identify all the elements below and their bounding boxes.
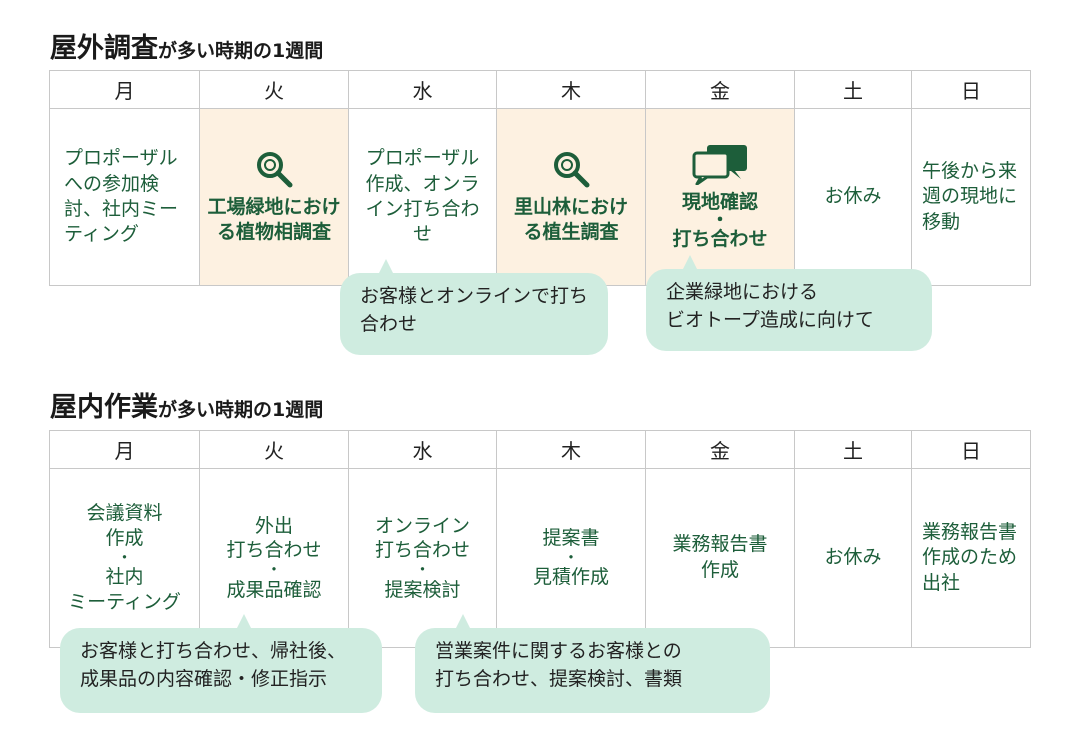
outdoor-section-title: 屋外調査が多い時期の1週間 xyxy=(50,26,323,65)
outdoor-cell-mon: プロポーザルへの参加検討、社内ミーティング xyxy=(49,108,200,286)
indoor-tue-text-3: 成果品確認 xyxy=(226,578,322,601)
chat-bubbles-icon xyxy=(692,145,747,185)
outdoor-bubble2-line2: ビオトープ造成に向けて xyxy=(666,308,874,331)
indoor-cell-sun: 業務報告書作成のため出社 xyxy=(911,468,1031,648)
outdoor-cell-sun: 午後から来週の現地に移動 xyxy=(911,108,1031,286)
indoor-cell-sat: お休み xyxy=(794,468,912,648)
outdoor-wed-text: プロポーザル作成、オンライン打ち合わせ xyxy=(365,147,480,246)
outdoor-fri-text-1: 現地確認 xyxy=(681,191,758,213)
indoor-wed-thu-callout: 営業案件に関するお客様との 打ち合わせ、提案検討、書類 xyxy=(415,614,770,713)
indoor-mon-text-2: 作成 xyxy=(105,527,144,550)
indoor-thu-dot: ・ xyxy=(562,547,579,567)
indoor-thu-text-1: 提案書 xyxy=(542,527,600,550)
indoor-schedule-row: 会議資料 作成 ・ 社内 ミーティング 外出 打ち合わせ ・ 成果品確認 オンラ… xyxy=(49,468,1031,648)
indoor-sun-text: 業務報告書作成のため出社 xyxy=(922,521,1018,594)
day-header-tue: 火 xyxy=(199,430,349,469)
outdoor-sun-text: 午後から来週の現地に移動 xyxy=(922,160,1018,233)
day-header-sun: 日 xyxy=(911,70,1031,109)
day-header-tue: 火 xyxy=(199,70,349,109)
indoor-thu-text-2: 見積作成 xyxy=(532,566,609,589)
outdoor-wed-callout: お客様とオンラインで打ち合わせ xyxy=(340,259,608,355)
indoor-section-title: 屋内作業が多い時期の1週間 xyxy=(50,385,323,424)
indoor-fri-text-2: 作成 xyxy=(700,559,739,581)
outdoor-bubble1-text: お客様とオンラインで打ち合わせ xyxy=(360,285,589,335)
day-header-fri: 金 xyxy=(645,70,795,109)
indoor-sat-text: お休み xyxy=(824,546,882,569)
indoor-mon-text-4: ミーティング xyxy=(68,590,181,613)
indoor-week-table: 月 火 水 木 金 土 日 会議資料 作成 ・ 社内 ミーティング 外出 打ち合… xyxy=(49,430,1031,648)
outdoor-cell-fri: 現地確認 ・ 打ち合わせ xyxy=(645,108,795,286)
indoor-cell-wed: オンライン 打ち合わせ ・ 提案検討 xyxy=(348,468,497,648)
indoor-mon-dot: ・ xyxy=(116,547,133,567)
indoor-tue-dot: ・ xyxy=(265,560,282,580)
indoor-tue-text-1: 外出 xyxy=(254,514,293,537)
outdoor-sat-text: お休み xyxy=(824,185,882,208)
day-header-sat: 土 xyxy=(794,70,912,109)
indoor-tue-callout: お客様と打ち合わせ、帰社後、 成果品の内容確認・修正指示 xyxy=(60,614,382,713)
day-header-mon: 月 xyxy=(49,70,200,109)
indoor-title-sub: が多い時期の1週間 xyxy=(158,399,324,421)
indoor-wed-text-3: 提案検討 xyxy=(384,578,461,601)
day-header-thu: 木 xyxy=(496,70,646,109)
outdoor-fri-dot: ・ xyxy=(711,209,729,231)
indoor-mon-text-1: 会議資料 xyxy=(86,502,163,525)
indoor-cell-thu: 提案書 ・ 見積作成 xyxy=(496,468,646,648)
indoor-bubble1-line2: 成果品の内容確認・修正指示 xyxy=(80,667,328,690)
outdoor-mon-text: プロポーザルへの参加検討、社内ミーティング xyxy=(64,147,179,246)
outdoor-bubble2-line1: 企業緑地における xyxy=(666,281,819,303)
outdoor-cell-sat: お休み xyxy=(794,108,912,286)
magnifier-icon xyxy=(257,151,293,188)
outdoor-week-table: 月 火 水 木 金 土 日 プロポーザルへの参加検討、社内ミーティング 工場緑地… xyxy=(49,70,1031,286)
indoor-bubble1-line1: お客様と打ち合わせ、帰社後、 xyxy=(80,640,347,662)
indoor-bubble2-line2: 打ち合わせ、提案検討、書類 xyxy=(435,667,683,690)
outdoor-tue-text: 工場緑地における植物相調査 xyxy=(207,195,341,243)
magnifier-icon xyxy=(554,151,590,188)
indoor-cell-mon: 会議資料 作成 ・ 社内 ミーティング xyxy=(49,468,200,648)
indoor-bubble2-line1: 営業案件に関するお客様との xyxy=(435,640,682,662)
outdoor-cell-thu: 里山林における植生調査 xyxy=(496,108,646,286)
indoor-cell-tue: 外出 打ち合わせ ・ 成果品確認 xyxy=(199,468,349,648)
day-header-mon: 月 xyxy=(49,430,200,469)
outdoor-title-main: 屋外調査 xyxy=(50,33,158,64)
outdoor-cell-wed: プロポーザル作成、オンライン打ち合わせ xyxy=(348,108,497,286)
indoor-title-main: 屋内作業 xyxy=(50,392,158,423)
indoor-wed-text-2: 打ち合わせ xyxy=(374,539,470,562)
outdoor-schedule-row: プロポーザルへの参加検討、社内ミーティング 工場緑地における植物相調査 プロポー… xyxy=(49,108,1031,286)
indoor-day-header-row: 月 火 水 木 金 土 日 xyxy=(49,430,1031,469)
indoor-fri-text-1: 業務報告書 xyxy=(672,533,768,556)
outdoor-day-header-row: 月 火 水 木 金 土 日 xyxy=(49,70,1031,109)
day-header-fri: 金 xyxy=(645,430,795,469)
indoor-mon-text-3: 社内 xyxy=(105,566,144,589)
indoor-tue-text-2: 打ち合わせ xyxy=(226,539,322,562)
day-header-thu: 木 xyxy=(496,430,646,469)
indoor-wed-dot: ・ xyxy=(414,560,431,580)
outdoor-cell-tue: 工場緑地における植物相調査 xyxy=(199,108,349,286)
day-header-wed: 水 xyxy=(348,430,497,469)
outdoor-fri-callout: 企業緑地における ビオトープ造成に向けて xyxy=(646,255,932,351)
outdoor-title-sub: が多い時期の1週間 xyxy=(158,40,324,62)
day-header-sun: 日 xyxy=(911,430,1031,469)
outdoor-thu-text: 里山林における植生調査 xyxy=(513,195,628,243)
day-header-wed: 水 xyxy=(348,70,497,109)
indoor-cell-fri: 業務報告書 作成 xyxy=(645,468,795,648)
indoor-wed-text-1: オンライン xyxy=(374,514,470,537)
outdoor-fri-text-2: 打ち合わせ xyxy=(672,228,768,251)
day-header-sat: 土 xyxy=(794,430,912,469)
